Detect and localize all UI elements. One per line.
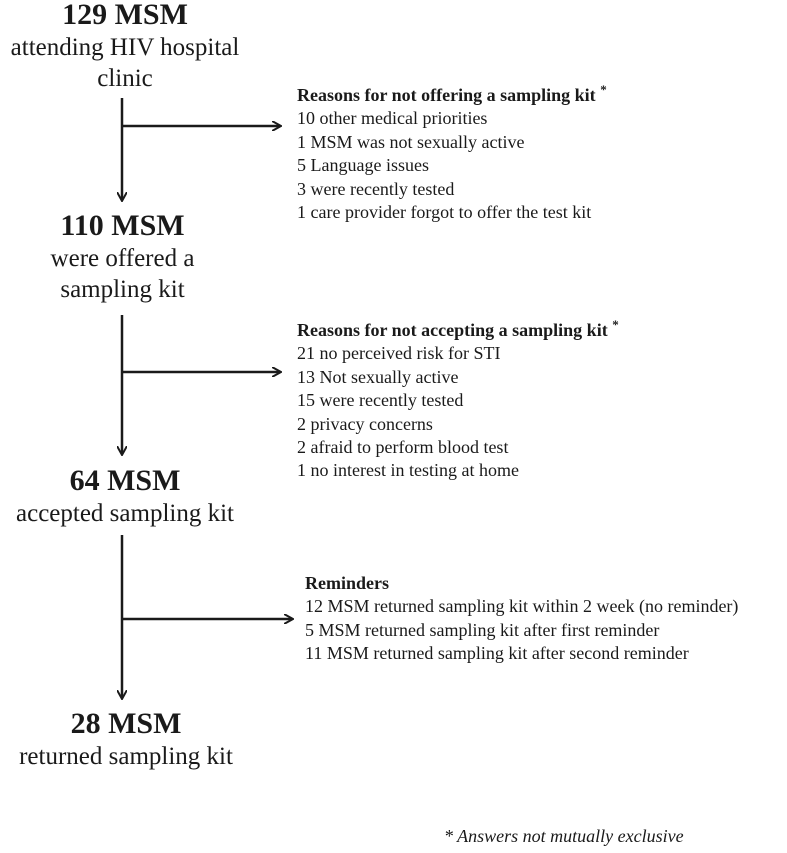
reminders: Reminders 12 MSM returned sampling kit w… bbox=[305, 572, 738, 666]
step-description: accepted sampling kit bbox=[16, 500, 234, 527]
step-description: returned sampling kit bbox=[19, 743, 233, 770]
step-accepted: 64 MSM accepted sampling kit bbox=[0, 464, 250, 529]
step-attending: 129 MSM attending HIV hospital clinic bbox=[0, 0, 250, 94]
footnote-marker: * bbox=[612, 317, 619, 332]
step-description: clinic bbox=[97, 65, 153, 92]
step-count: 64 MSM bbox=[69, 464, 181, 497]
list-item: 15 were recently tested bbox=[297, 390, 464, 411]
step-description: attending HIV hospital bbox=[10, 34, 240, 61]
list-item: 1 no interest in testing at home bbox=[297, 460, 519, 481]
footnote-marker: * bbox=[600, 82, 607, 97]
list-item: 11 MSM returned sampling kit after secon… bbox=[305, 643, 689, 664]
branch-title: Reminders bbox=[305, 572, 738, 595]
step-count: 28 MSM bbox=[70, 707, 182, 740]
branch-title-text: Reasons for not accepting a sampling kit bbox=[297, 320, 608, 340]
step-returned: 28 MSM returned sampling kit bbox=[0, 707, 252, 772]
branch-title-text: Reasons for not offering a sampling kit bbox=[297, 85, 596, 105]
step-count: 110 MSM bbox=[60, 209, 185, 242]
list-item: 21 no perceived risk for STI bbox=[297, 343, 501, 364]
reasons-not-accepting: Reasons for not accepting a sampling kit… bbox=[297, 313, 619, 483]
step-offered: 110 MSM were offered a sampling kit bbox=[0, 209, 245, 305]
list-item: 2 afraid to perform blood test bbox=[297, 437, 509, 458]
list-item: 1 care provider forgot to offer the test… bbox=[297, 202, 592, 223]
step-description: were offered a bbox=[50, 245, 195, 272]
list-item: 5 MSM returned sampling kit after first … bbox=[305, 619, 660, 640]
branch-title: Reasons for not accepting a sampling kit… bbox=[297, 313, 619, 342]
step-count: 129 MSM bbox=[62, 0, 188, 31]
list-item: 10 other medical priorities bbox=[297, 108, 488, 129]
step-description: sampling kit bbox=[60, 276, 185, 303]
list-item: 13 Not sexually active bbox=[297, 366, 459, 387]
list-item: 1 MSM was not sexually active bbox=[297, 131, 525, 152]
branch-title: Reasons for not offering a sampling kit … bbox=[297, 78, 607, 107]
list-item: 5 Language issues bbox=[297, 155, 429, 176]
footnote: * Answers not mutually exclusive bbox=[444, 826, 684, 846]
reasons-not-offering: Reasons for not offering a sampling kit … bbox=[297, 78, 607, 224]
list-item: 12 MSM returned sampling kit within 2 we… bbox=[305, 596, 739, 617]
list-item: 2 privacy concerns bbox=[297, 413, 433, 434]
list-item: 3 were recently tested bbox=[297, 178, 455, 199]
branch-title-text: Reminders bbox=[305, 573, 389, 593]
